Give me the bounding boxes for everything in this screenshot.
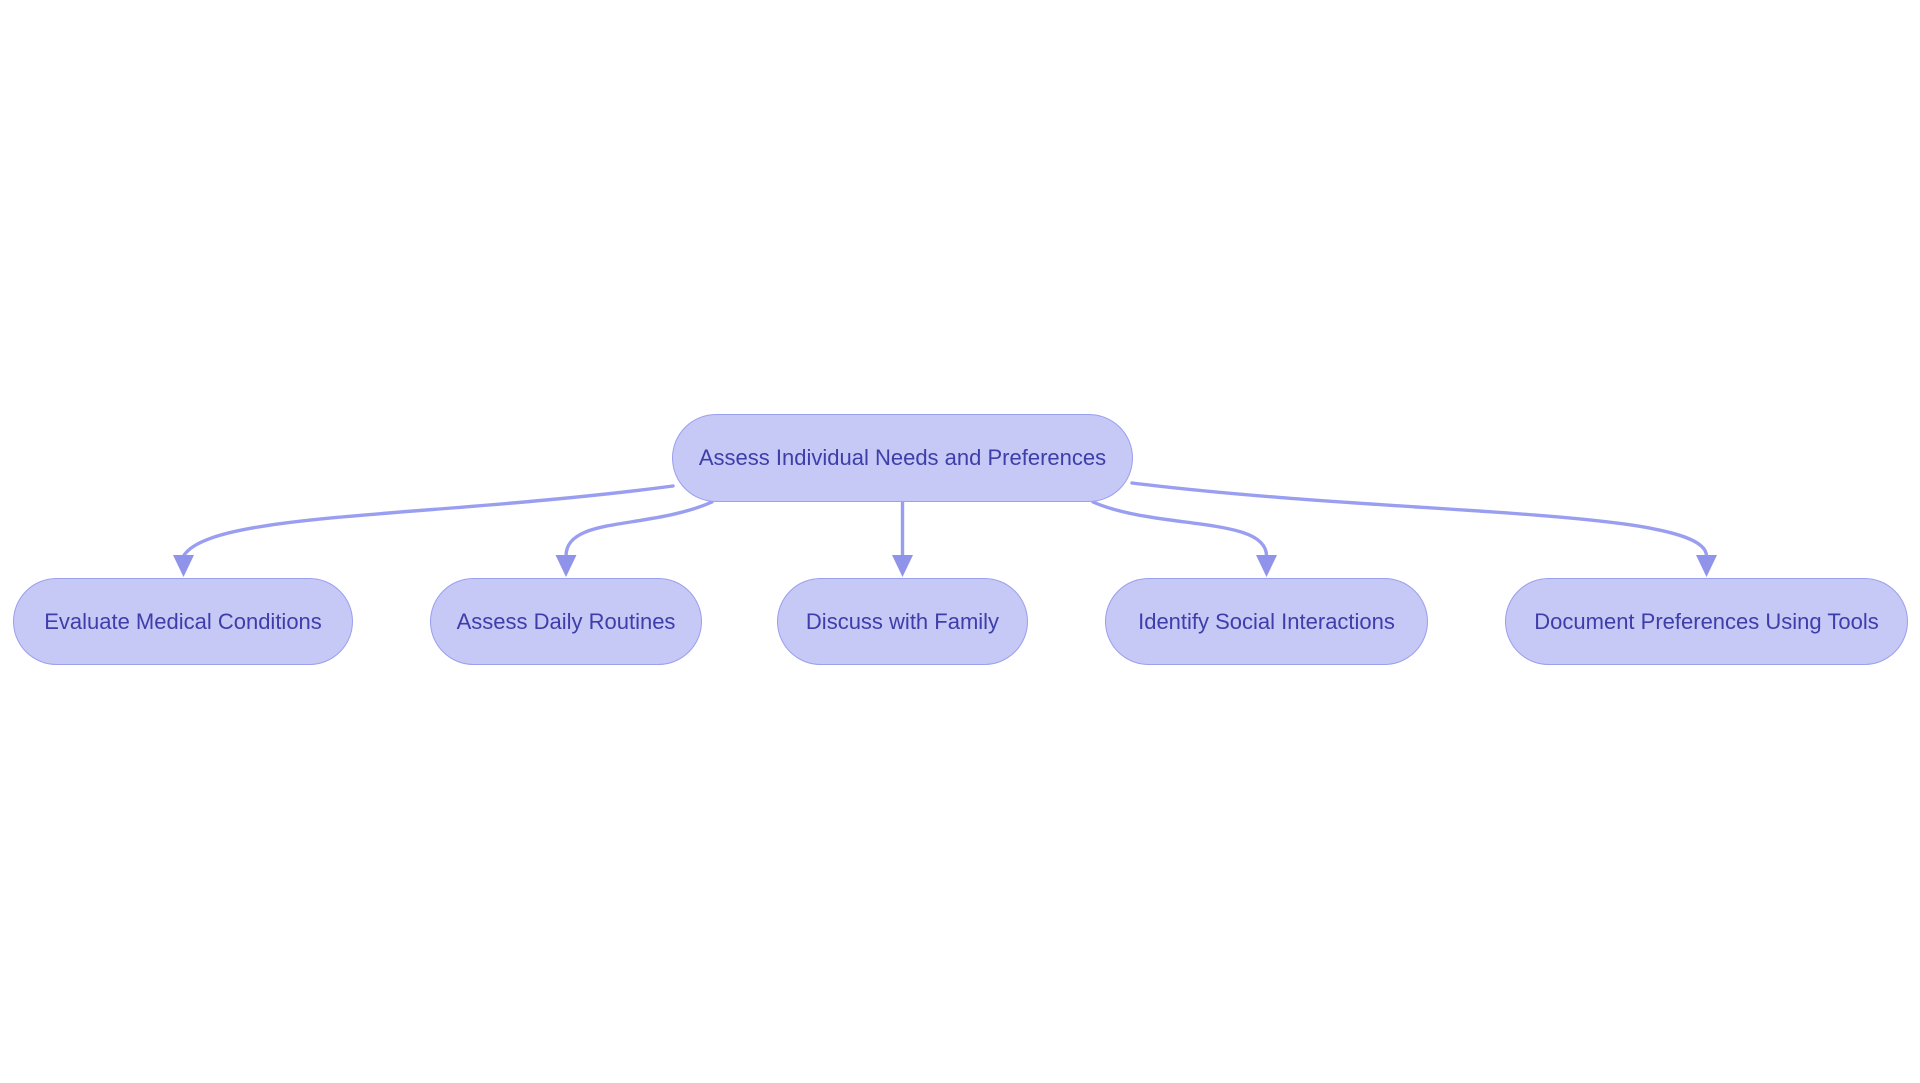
node-label: Assess Daily Routines: [456, 608, 676, 634]
edge-root-to-evaluate-medical-conditions: [181, 484, 675, 558]
node-assess-daily-routines: Assess Daily Routines: [430, 578, 702, 665]
arrowhead-identify-social-interactions: [1256, 555, 1277, 577]
node-assess-individual-needs-and-preferences: Assess Individual Needs and Preferences: [672, 414, 1133, 502]
node-label: Assess Individual Needs and Preferences: [698, 445, 1107, 470]
node-label: Discuss with Family: [805, 608, 1000, 634]
node-discuss-with-family: Discuss with Family: [777, 578, 1028, 665]
arrowhead-document-preferences-using-tools: [1696, 555, 1717, 577]
node-evaluate-medical-conditions: Evaluate Medical Conditions: [13, 578, 353, 665]
edge-root-to-assess-daily-routines: [564, 500, 714, 558]
edge-root-to-identify-social-interactions: [1091, 500, 1269, 558]
edge-root-to-document-preferences-using-tools: [1130, 481, 1709, 558]
node-label: Evaluate Medical Conditions: [44, 608, 322, 634]
arrowhead-discuss-with-family: [892, 555, 913, 577]
arrowhead-assess-daily-routines: [555, 555, 577, 577]
arrowhead-evaluate-medical-conditions: [173, 555, 194, 577]
node-identify-social-interactions: Identify Social Interactions: [1105, 578, 1428, 665]
node-document-preferences-using-tools: Document Preferences Using Tools: [1505, 578, 1908, 665]
node-label: Identify Social Interactions: [1138, 608, 1395, 634]
node-label: Document Preferences Using Tools: [1534, 608, 1879, 634]
